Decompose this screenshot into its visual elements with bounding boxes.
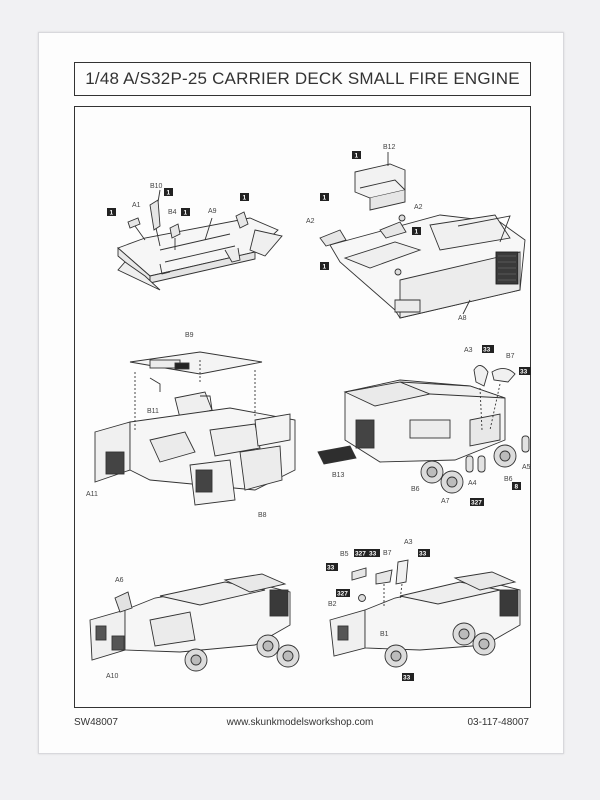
svg-text:327: 327 [471,500,482,507]
step-tag: 327 [336,589,350,598]
document-title: 1/48 A/S32P-25 CARRIER DECK SMALL FIRE E… [85,69,520,88]
svg-text:327: 327 [337,591,348,598]
part-label: A11 [86,491,98,498]
svg-text:33: 33 [419,551,427,558]
step-tag: 327 [470,498,484,507]
step-tag: 1 [320,193,329,202]
part-label: B11 [147,408,159,415]
part-label: A4 [468,480,477,487]
svg-text:1: 1 [243,195,247,202]
step-tag: 33 [418,549,430,558]
step-tag: 33 [482,345,494,354]
part-label: B8 [258,512,267,519]
part-label: A7 [441,498,450,505]
svg-text:33: 33 [483,347,491,354]
part-label: B9 [185,332,194,339]
part-label: B13 [332,472,345,479]
step-tag: 33 [326,563,338,572]
part-label: B2 [328,601,337,608]
part-label: A9 [208,208,217,215]
part-label: B5 [340,551,349,558]
instructions-frame [74,106,531,708]
part-label: A2 [414,204,423,211]
step-tag: 1 [107,208,116,217]
part-label: B10 [150,183,163,190]
step-tag: 327 [354,549,368,558]
part-label: A6 [115,577,124,584]
step-tag: 33 [368,549,380,558]
part-labels: A1 B10 B4 A9 B12 A2 A2 A8 B9 B11 A11 B8 … [86,144,531,680]
footer-website: www.skunkmodelsworkshop.com [226,717,374,728]
svg-text:1: 1 [184,210,188,217]
footer-part-number: 03-117-48007 [467,717,529,728]
part-label: B12 [383,144,396,151]
svg-text:33: 33 [369,551,377,558]
step-tag: 33 [402,673,414,682]
step-6-assembly [329,559,521,668]
svg-text:1: 1 [323,195,327,202]
svg-text:1: 1 [110,210,114,217]
step-4-assembly [317,365,530,494]
footer-code: SW48007 [74,717,118,728]
step-tags: 1 1 1 1 1 1 1 1 33 33 327 8 327 33 33 33… [107,151,531,682]
step-5-assembly [89,573,300,672]
svg-text:33: 33 [327,565,335,572]
step-3-assembly [94,351,296,506]
svg-text:1: 1 [323,264,327,271]
part-label: A3 [464,347,473,354]
part-label: A10 [106,673,119,680]
svg-text:33: 33 [520,369,528,376]
part-label: B7 [506,353,515,360]
step-tag: 33 [519,367,531,376]
step-tag: 1 [412,227,421,236]
part-label: B4 [168,209,177,216]
part-label: B1 [380,631,389,638]
part-label: A3 [404,539,413,546]
svg-text:8: 8 [515,484,519,491]
part-label: B6 [411,486,420,493]
part-label: B6 [504,476,513,483]
svg-text:1: 1 [355,153,359,160]
svg-text:1: 1 [415,229,419,236]
step-1-assembly [117,189,283,291]
step-2-assembly [319,152,526,319]
part-label: A5 [522,464,531,471]
step-tag: 1 [352,151,361,160]
part-label: A2 [306,218,315,225]
step-tag: 8 [512,482,521,491]
part-label: B7 [383,550,392,557]
svg-text:1: 1 [167,190,171,197]
step-tag: 1 [164,188,173,197]
step-tag: 1 [320,262,329,271]
title-box: 1/48 A/S32P-25 CARRIER DECK SMALL FIRE E… [74,62,531,96]
svg-text:327: 327 [355,551,366,558]
step-tag: 1 [181,208,190,217]
step-tag: 1 [240,193,249,202]
svg-text:33: 33 [403,675,411,682]
part-label: A1 [132,202,141,209]
part-label: A8 [458,315,467,322]
